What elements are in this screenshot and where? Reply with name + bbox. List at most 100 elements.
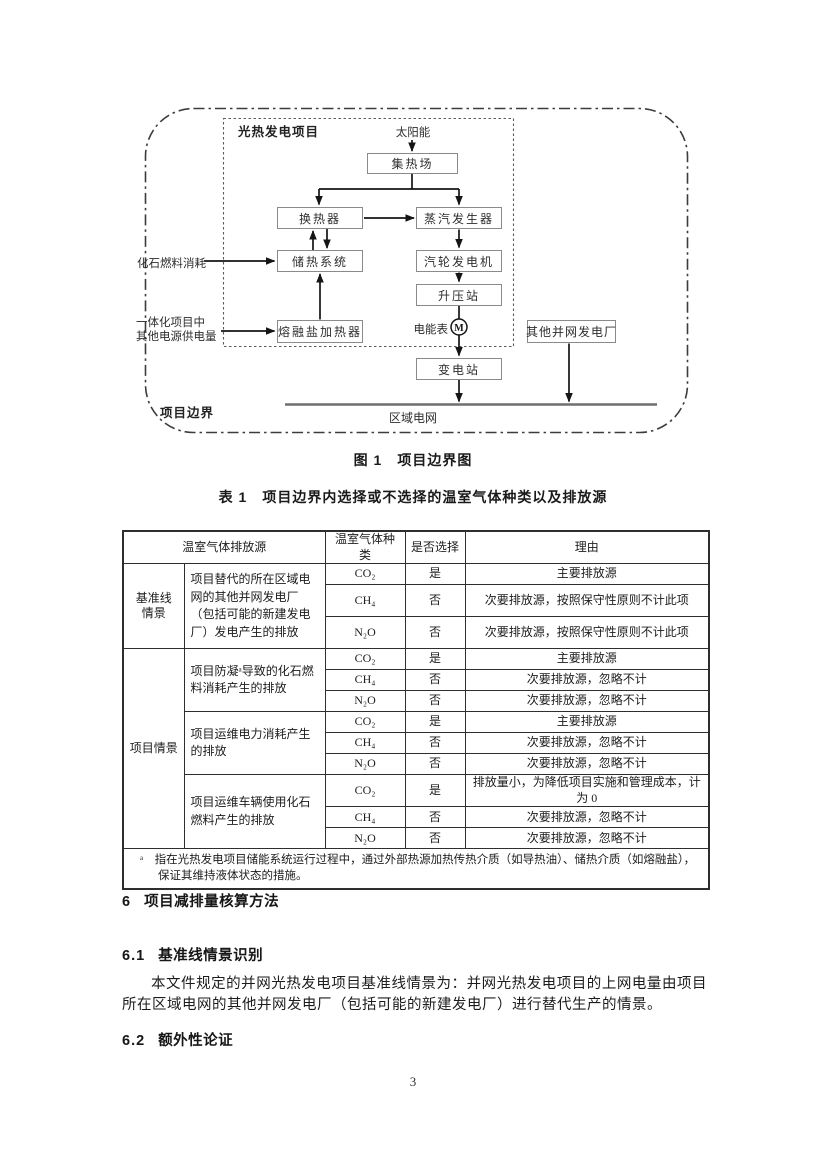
col-header-emission-source: 温室气体排放源 — [122, 530, 326, 565]
source-desc: 项目运维电力消耗产生的排放 — [183, 711, 326, 776]
table-row: 项目情景 项目防凝ᵃ导致的化石燃料消耗产生的排放 CO₂ 是 主要排放源 — [122, 648, 710, 850]
section-title: 基准线情景识别 — [158, 948, 264, 964]
scenario-name-line: 项目情景 — [129, 740, 178, 755]
reason-cell: 主要排放源 — [464, 711, 710, 734]
reason-cell: 次要排放源，按照保守性原则不计此项 — [464, 584, 710, 618]
gas-cell: CH₄ — [324, 806, 406, 829]
node-steam-generator: 蒸汽发生器 — [416, 207, 502, 229]
scenario-name-line: 情景 — [141, 606, 166, 621]
table-row: CH₄ 否 次要排放源，按照保守性原则不计此项 — [123, 584, 710, 618]
reason-cell: 主要排放源 — [464, 563, 710, 586]
col-header-gas-type: 温室气体种类 — [324, 530, 406, 565]
figure-1-caption: 图 1 项目边界图 — [353, 452, 473, 468]
section-title: 额外性论证 — [158, 1033, 234, 1049]
page-number: 3 — [409, 1074, 417, 1089]
csp-project-outline — [222, 117, 515, 348]
reason-cell: 次要排放源，忽略不计 — [464, 806, 710, 829]
node-heat-exchanger: 换热器 — [277, 207, 363, 229]
section-number: 6 — [122, 894, 132, 910]
selected-cell: 否 — [404, 616, 466, 650]
csp-project-label: 光热发电项目 — [238, 125, 320, 139]
selected-cell: 是 — [404, 774, 466, 808]
meter-icon: M — [450, 318, 468, 336]
table-row: 项目运维车辆使用化石燃料产生的排放 CO₂ 是 排放量小，为降低项目实施和管理成… — [123, 774, 710, 850]
section-6-2-heading: 6.2 额外性论证 — [122, 1029, 233, 1050]
table-row: N₂O 否 次要排放源，忽略不计 — [123, 690, 710, 713]
reason-cell: 次要排放源，忽略不计 — [464, 690, 710, 713]
gas-cell: CO₂ — [324, 648, 406, 671]
section-6-1-heading: 6.1 基准线情景识别 — [122, 944, 263, 965]
selected-cell: 否 — [404, 669, 466, 692]
table-row: N₂O 否 次要排放源，按照保守性原则不计此项 — [123, 616, 710, 650]
table-footnote-row: ᵃ 指在光热发电项目储能系统运行过程中，通过外部热源加热传热介质（如导热油）、储… — [122, 848, 710, 890]
node-collector-field: 集热场 — [367, 153, 458, 174]
label-integrated-supply-line1: 一体化项目中 — [136, 317, 205, 329]
selected-cell: 否 — [404, 753, 466, 776]
node-other-grid-plants: 其他并网发电厂 — [526, 320, 616, 343]
node-regional-grid: 区域电网 — [388, 411, 437, 425]
gas-cell: N₂O — [324, 753, 406, 776]
reason-cell: 主要排放源 — [464, 648, 710, 671]
scenario-baseline: 基准线 情景 — [122, 563, 185, 650]
col-header-selected: 是否选择 — [404, 530, 466, 565]
table-row: 基准线 情景 项目替代的所在区域电网的其他并网发电厂（包括可能的新建发电厂）发电… — [122, 563, 710, 650]
scenario-project: 项目情景 — [122, 648, 185, 850]
label-fossil-fuel-input: 化石燃料消耗 — [137, 258, 206, 270]
table-header-row: 温室气体排放源 温室气体种类 是否选择 理由 — [122, 530, 710, 565]
connector-arrows — [204, 140, 573, 403]
table-row: CH₄ 否 次要排放源，忽略不计 — [123, 669, 710, 692]
selected-cell: 否 — [404, 690, 466, 713]
reason-cell: 次要排放源，忽略不计 — [464, 669, 710, 692]
reason-cell: 次要排放源，按照保守性原则不计此项 — [464, 616, 710, 650]
scenario-name-line: 基准线 — [135, 590, 172, 605]
selected-cell: 否 — [404, 827, 466, 850]
source-desc: 项目防凝ᵃ导致的化石燃料消耗产生的排放 — [183, 648, 326, 713]
node-molten-salt-heater: 熔融盐加热器 — [277, 320, 363, 343]
figure-project-boundary: M 光热发电项目 太阳能 集热场 换热器 蒸汽发生器 储热系统 汽轮发电机 升压… — [0, 0, 826, 480]
selected-cell: 否 — [404, 732, 466, 755]
node-stepup-station: 升压站 — [416, 284, 502, 306]
svg-text:M: M — [454, 323, 464, 334]
section-number: 6.1 — [122, 948, 146, 964]
selected-cell: 是 — [404, 563, 466, 586]
gas-cell: CO₂ — [324, 711, 406, 734]
label-integrated-supply: 一体化项目中 其他电源供电量 — [136, 316, 217, 344]
gas-cell: CH₄ — [324, 584, 406, 618]
gas-cell: CO₂ — [324, 563, 406, 586]
gas-cell: N₂O — [324, 827, 406, 850]
reason-cell: 次要排放源，忽略不计 — [464, 732, 710, 755]
gas-cell: CO₂ — [324, 774, 406, 808]
project-boundary-outline — [144, 107, 689, 434]
ghg-source-table: 温室气体排放源 温室气体种类 是否选择 理由 基准线 情景 项目替代的所在区域电… — [122, 530, 711, 890]
label-integrated-supply-line2: 其他电源供电量 — [136, 331, 217, 343]
section-6-1-paragraph: 本文件规定的并网光热发电项目基准线情景为：并网光热发电项目的上网电量由项目所在区… — [122, 976, 707, 1013]
table-row: 项目运维电力消耗产生的排放 CO₂ 是 主要排放源 — [123, 711, 710, 776]
reason-cell: 排放量小，为降低项目实施和管理成本，计为 0 — [464, 774, 710, 808]
table-row: CH₄ 否 次要排放源，忽略不计 — [123, 732, 710, 755]
selected-cell: 否 — [404, 584, 466, 618]
table-footnote: ᵃ 指在光热发电项目储能系统运行过程中，通过外部热源加热传热介质（如导热油）、储… — [122, 848, 710, 890]
project-boundary-label: 项目边界 — [160, 406, 215, 420]
col-header-reason: 理由 — [464, 530, 710, 565]
section-number: 6.2 — [122, 1033, 146, 1049]
reason-cell: 次要排放源，忽略不计 — [464, 827, 710, 850]
source-desc: 项目运维车辆使用化石燃料产生的排放 — [183, 774, 326, 850]
node-turbine-generator: 汽轮发电机 — [416, 250, 502, 272]
table-1-caption: 表 1 项目边界内选择或不选择的温室气体种类以及排放源 — [218, 489, 608, 505]
table-row: N₂O 否 次要排放源，忽略不计 — [123, 827, 710, 850]
source-desc: 项目替代的所在区域电网的其他并网发电厂（包括可能的新建发电厂）发电产生的排放 — [183, 563, 326, 650]
gas-cell: CH₄ — [324, 669, 406, 692]
node-solar-energy: 太阳能 — [395, 127, 431, 139]
selected-cell: 否 — [404, 806, 466, 829]
selected-cell: 是 — [404, 648, 466, 671]
gas-cell: N₂O — [324, 616, 406, 650]
gas-cell: CH₄ — [324, 732, 406, 755]
gas-cell: N₂O — [324, 690, 406, 713]
node-thermal-storage: 储热系统 — [277, 250, 363, 272]
diagram-lines: M — [144, 107, 689, 434]
selected-cell: 是 — [404, 711, 466, 734]
node-substation: 变电站 — [416, 358, 502, 380]
meter-label: 电能表 — [413, 324, 449, 336]
